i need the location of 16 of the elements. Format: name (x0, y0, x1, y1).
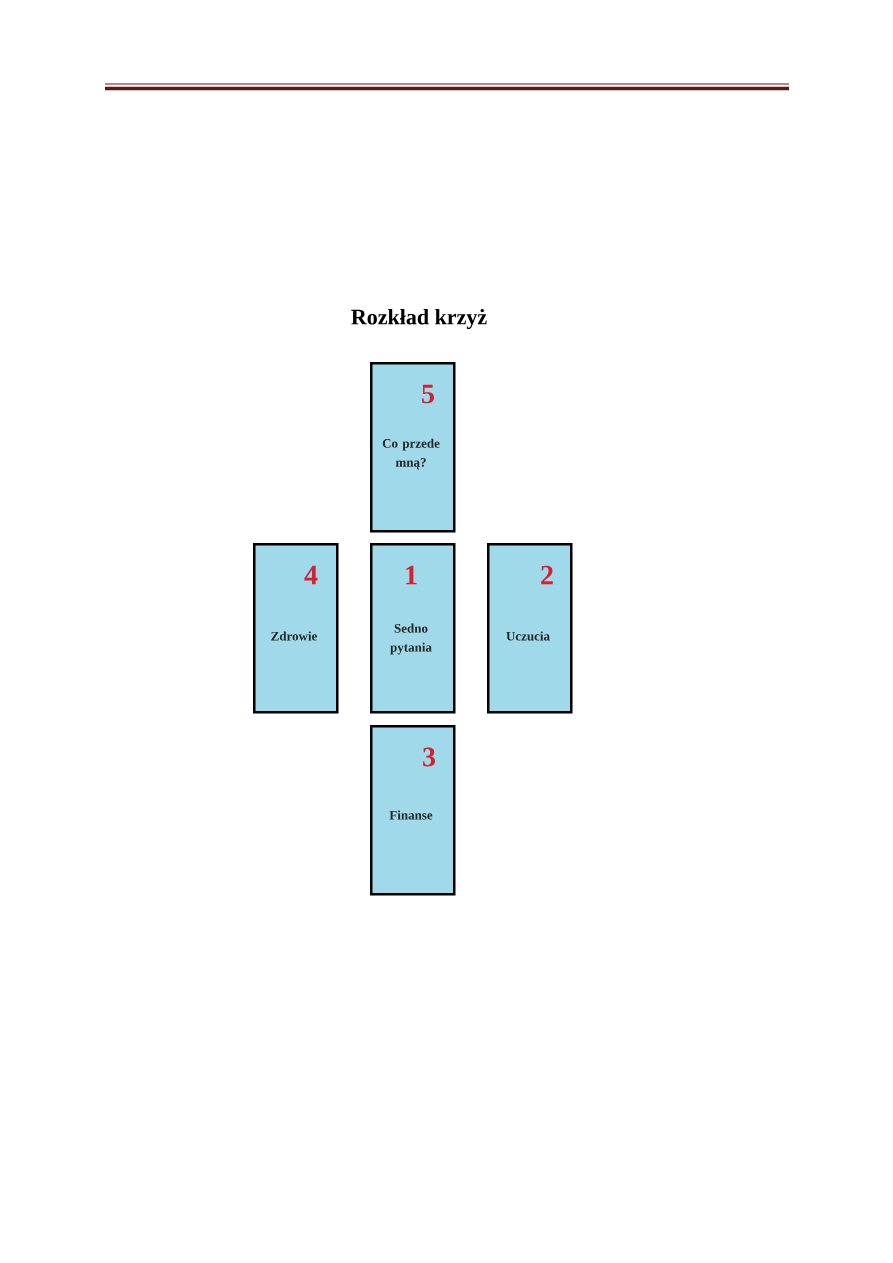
card-number: 5 (422, 384, 434, 404)
title: Rozkład krzyż (351, 309, 487, 329)
card (370, 725, 456, 896)
card-number: 3 (423, 747, 436, 767)
card-number: 1 (406, 565, 417, 585)
card-number: 2 (541, 565, 553, 585)
card-label: Sedno pytania (390, 623, 432, 655)
card (253, 543, 339, 714)
card-label: Uczucia (506, 631, 550, 641)
card (487, 543, 573, 714)
card-number: 4 (304, 565, 318, 585)
card (370, 362, 456, 533)
card-label: Finanse (389, 810, 433, 820)
card-label: Zdrowie (271, 631, 317, 641)
card (370, 543, 456, 714)
card-label: Co przede mną? (382, 438, 440, 470)
